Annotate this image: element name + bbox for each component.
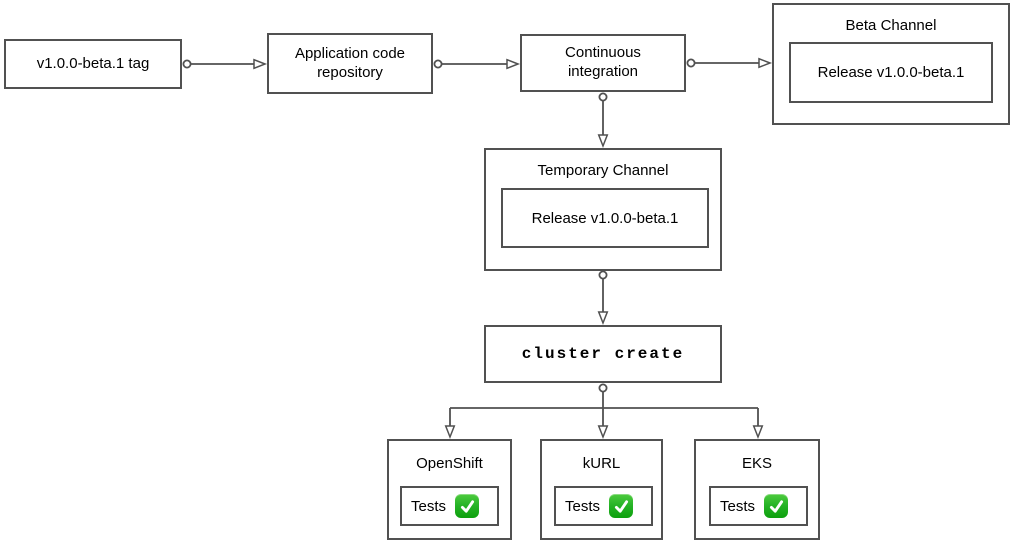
node-continuous-integration: Continuous integration [520,34,686,92]
eks-tests-label: Tests [720,497,756,515]
continuous-integration-label: Continuous integration [565,44,641,80]
check-mark-glyph [614,499,628,513]
node-application-code-repository: Application code repository [267,33,433,94]
version-tag-label: v1.0.0-beta.1 tag [36,54,150,72]
temporary-channel-release-box: Release v1.0.0-beta.1 [501,188,709,248]
edge-ci-to-temporary-channel [597,92,609,149]
application-code-repository-label: Application code repository [294,44,406,81]
edge-cluster-create-branch [444,383,764,440]
edge-ci-to-beta-channel [686,57,773,69]
node-cluster-eks: EKS Tests [694,439,820,540]
kurl-tests-box: Tests [554,486,653,526]
check-mark-icon [764,494,789,518]
check-mark-icon [455,494,480,518]
cluster-create-label: cluster create [521,345,685,363]
node-beta-channel: Beta Channel Release v1.0.0-beta.1 [772,3,1010,125]
edge-temporary-channel-to-cluster-create [597,270,609,326]
node-temporary-channel: Temporary Channel Release v1.0.0-beta.1 [484,148,722,271]
openshift-tests-label: Tests [411,497,447,515]
temporary-channel-release-label: Release v1.0.0-beta.1 [531,209,679,227]
eks-tests-box: Tests [709,486,808,526]
check-mark-glyph [769,499,783,513]
kurl-tests-label: Tests [565,497,601,515]
node-cluster-create: cluster create [484,325,722,383]
openshift-title: OpenShift [416,455,483,472]
check-mark-icon [609,494,634,518]
check-mark-glyph [460,499,474,513]
temporary-channel-title: Temporary Channel [537,162,669,179]
node-cluster-openshift: OpenShift Tests [387,439,512,540]
beta-channel-release-label: Release v1.0.0-beta.1 [817,64,965,81]
beta-channel-release-box: Release v1.0.0-beta.1 [789,42,993,103]
kurl-title: kURL [582,455,621,472]
eks-title: EKS [741,455,772,472]
edge-repo-to-ci [433,58,521,70]
node-cluster-kurl: kURL Tests [540,439,663,540]
node-version-tag: v1.0.0-beta.1 tag [4,39,182,89]
beta-channel-title: Beta Channel [845,17,937,34]
openshift-tests-box: Tests [400,486,499,526]
edge-tag-to-repo [182,58,268,70]
